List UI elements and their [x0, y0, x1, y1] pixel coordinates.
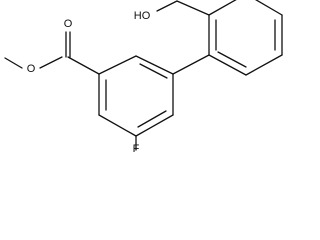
- bond-carbonyl-ring: [67, 56, 100, 75]
- ester-oxygen-label: O: [27, 63, 36, 75]
- ring-b-bond-2: [208, 0, 237, 16]
- structure-svg: O O HO F: [4, 0, 283, 152]
- ring-a-inner-1: [139, 63, 168, 79]
- ring-a-inner-2: [137, 110, 167, 128]
- ring-a-bond-2: [135, 55, 174, 75]
- ring-a-bond-4: [135, 114, 174, 137]
- bond-biaryl: [172, 54, 210, 75]
- ring-b-bond-5: [245, 54, 283, 76]
- ring-b-bond-3: [254, 0, 283, 16]
- ring-a-bond-5: [98, 114, 137, 137]
- bond-ring-ch2: [176, 0, 210, 16]
- ring-a-bond-1: [98, 55, 137, 75]
- hydroxyl-label: HO: [134, 10, 151, 22]
- bond-o-carbonyl: [39, 56, 63, 69]
- bond-methyl-o: [4, 57, 23, 69]
- ring-b-bond-6: [208, 54, 247, 76]
- molecule-canvas: O O HO F: [4, 0, 283, 152]
- fluorine-label: F: [133, 143, 140, 152]
- ring-b-inner-3: [217, 51, 247, 68]
- bond-ch2-oh: [156, 0, 178, 12]
- carbonyl-oxygen-label: O: [64, 18, 73, 30]
